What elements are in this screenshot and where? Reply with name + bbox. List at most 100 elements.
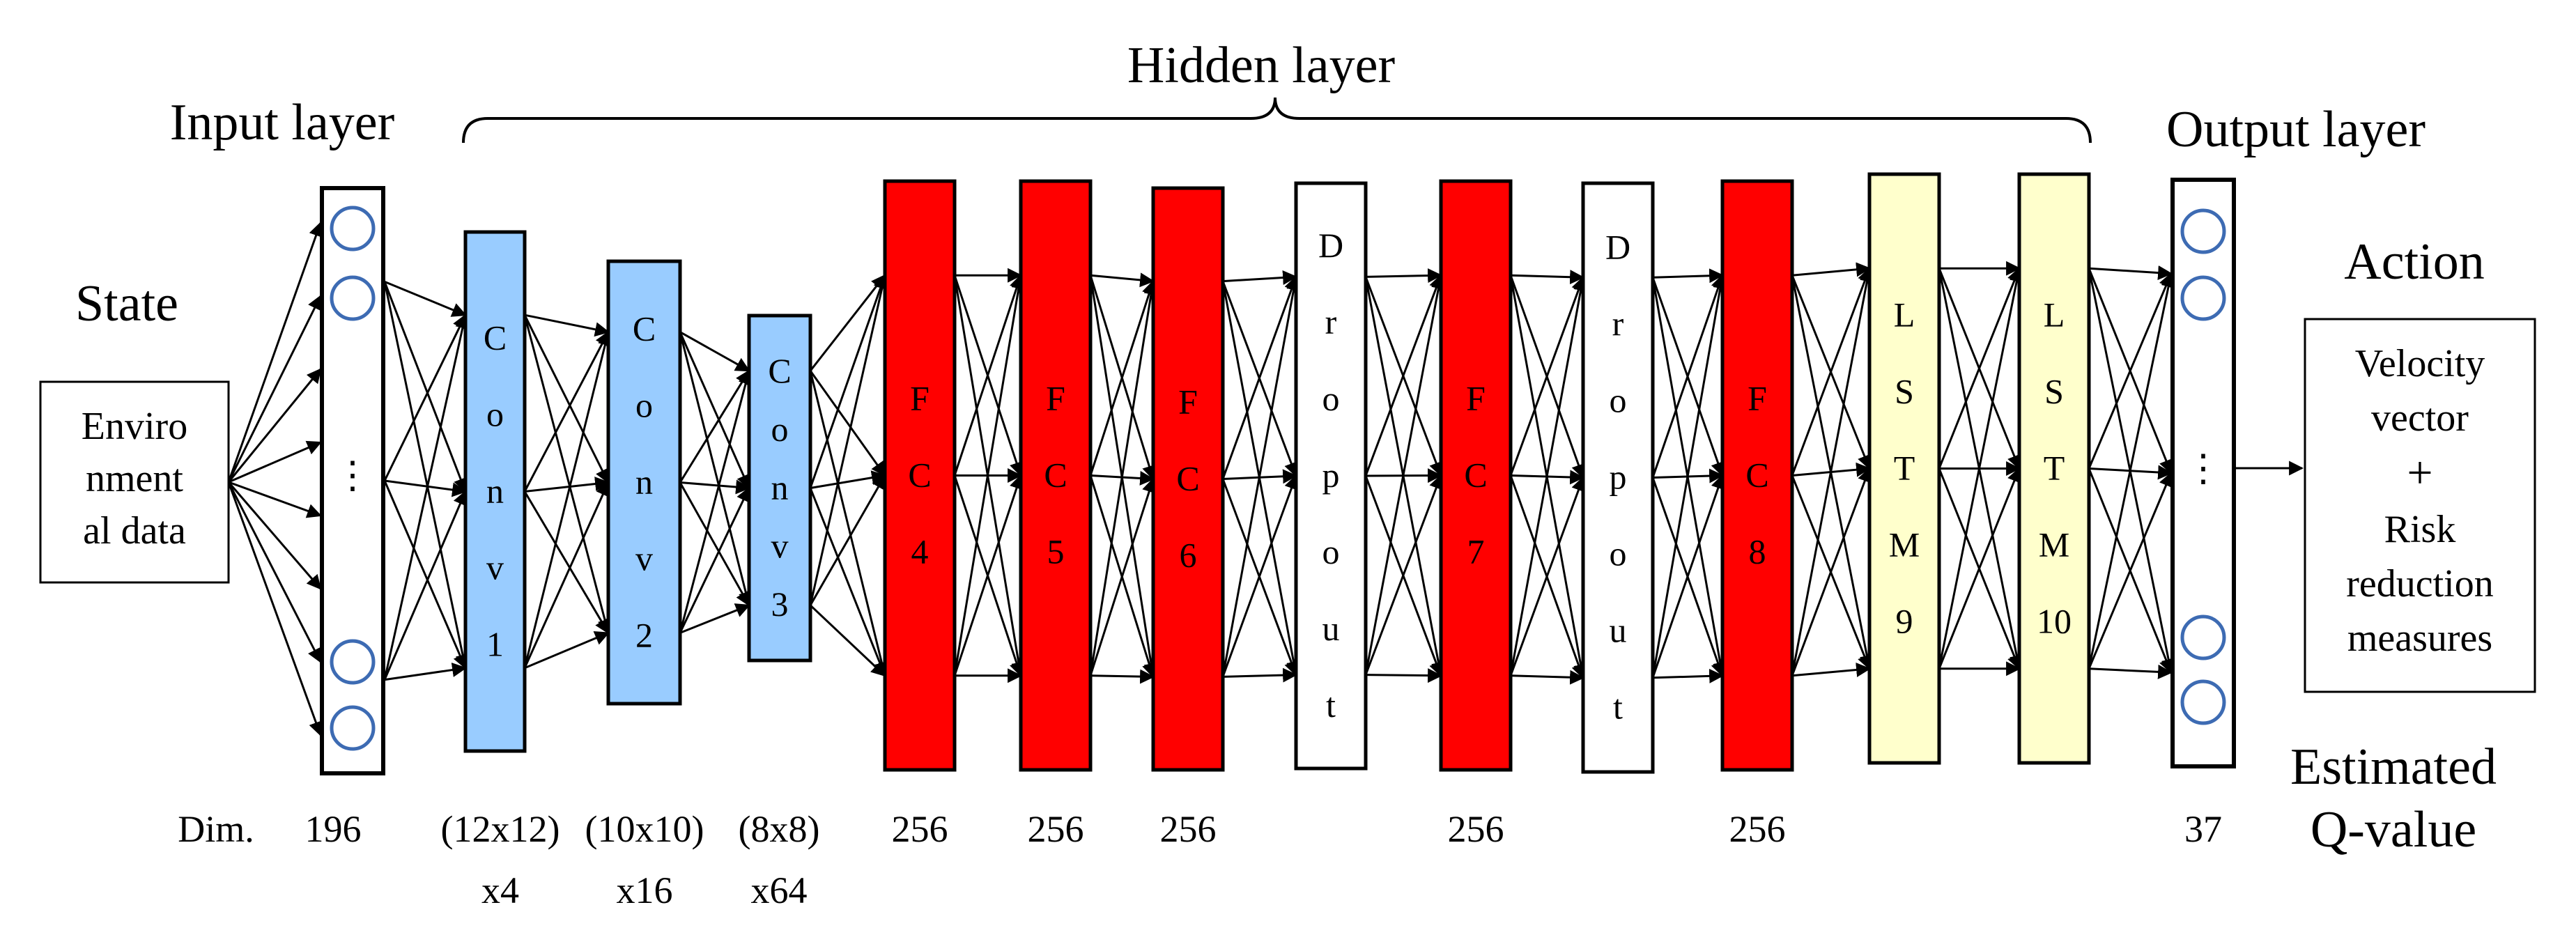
connection-arrow bbox=[809, 604, 886, 677]
dim-label: (10x10) bbox=[585, 808, 704, 850]
dim-label: 256 bbox=[1729, 808, 1786, 850]
connection-arrow bbox=[809, 274, 890, 606]
connection-arrow bbox=[679, 331, 750, 372]
connection-arrow bbox=[809, 274, 888, 488]
output-node bbox=[2180, 275, 2226, 321]
connection-arrow bbox=[809, 370, 889, 677]
layer-fc-5: FC5 bbox=[1019, 179, 1093, 772]
layer-char: r bbox=[1612, 304, 1624, 343]
state-label: State bbox=[75, 275, 178, 332]
connection-arrow bbox=[2088, 265, 2173, 280]
connection-arrow bbox=[523, 314, 610, 484]
layer-char: p bbox=[1610, 458, 1627, 497]
layer-char: o bbox=[1610, 534, 1627, 573]
layer-char: v bbox=[635, 539, 653, 578]
layer-char: o bbox=[1322, 379, 1340, 418]
connection-arrow bbox=[524, 314, 610, 337]
connection-arrow bbox=[383, 281, 470, 670]
dim-label: 256 bbox=[1160, 808, 1217, 850]
dimension-row: Dim. 196 37 (12x12)x4(10x10)x16(8x8)x642… bbox=[178, 808, 2222, 911]
connection-arrow bbox=[1652, 668, 1725, 683]
connection-arrow bbox=[1651, 274, 1728, 679]
connection-arrow bbox=[953, 274, 1026, 676]
connection-arrow bbox=[523, 490, 610, 635]
hidden-layer-title: Hidden layer bbox=[1127, 37, 1395, 94]
connection-arrow bbox=[679, 331, 750, 490]
connection-arrow bbox=[679, 481, 750, 607]
layer-char: o bbox=[1610, 381, 1627, 420]
layer-char: F bbox=[1178, 382, 1198, 422]
layer-char: C bbox=[633, 309, 656, 348]
layer-char: F bbox=[1748, 379, 1767, 418]
input-node bbox=[330, 639, 376, 685]
dim-output: 37 bbox=[2184, 808, 2222, 850]
layer-char: S bbox=[1895, 372, 1914, 411]
action-box: Velocity vector + Risk reduction measure… bbox=[2304, 318, 2536, 693]
layer-char: n bbox=[635, 463, 653, 502]
env-line-3: al data bbox=[83, 509, 186, 552]
connection-arrow bbox=[384, 479, 468, 497]
layer-char: L bbox=[1894, 295, 1915, 334]
dim-label: x16 bbox=[617, 869, 673, 911]
connection-arrow bbox=[1938, 267, 2021, 470]
connection-arrow bbox=[1089, 477, 1157, 676]
connection-arrow bbox=[810, 470, 887, 489]
connection-arrow bbox=[1364, 274, 1444, 477]
layer-char: p bbox=[1322, 456, 1340, 495]
connection-arrow bbox=[1090, 272, 1155, 288]
layer-char: o bbox=[771, 410, 789, 449]
output-node bbox=[2180, 614, 2226, 660]
connection-arrow bbox=[1364, 274, 1446, 675]
connection-arrow bbox=[953, 274, 1024, 476]
connection-arrow bbox=[1791, 267, 1874, 676]
layer-char: D bbox=[1318, 226, 1343, 265]
connection-arrow bbox=[384, 281, 467, 317]
connection-arrow bbox=[227, 222, 323, 483]
connection-arrow bbox=[2088, 664, 2173, 679]
connection-arrow bbox=[523, 314, 612, 635]
input-ellipsis: ⋮ bbox=[334, 454, 371, 496]
connection-arrow bbox=[1652, 268, 1725, 284]
layer-char: 7 bbox=[1467, 532, 1485, 571]
connection-arrow bbox=[383, 314, 467, 481]
layer-fc-6: FC6 bbox=[1151, 186, 1225, 772]
output-layer-title: Output layer bbox=[2166, 101, 2425, 158]
env-line-1: Enviro bbox=[82, 405, 187, 448]
output-layer: ⋮ bbox=[2170, 178, 2236, 768]
connection-arrow bbox=[228, 481, 322, 518]
layer-char: C bbox=[1044, 456, 1067, 495]
layer-char: C bbox=[1464, 456, 1487, 495]
connection-arrow bbox=[2088, 272, 2173, 470]
connection-arrow bbox=[227, 368, 322, 483]
connection-arrow bbox=[2088, 472, 2173, 670]
layer-fc-8: FC8 bbox=[1720, 179, 1794, 772]
layer-char: 9 bbox=[1896, 602, 1913, 641]
connection-arrow bbox=[228, 440, 322, 484]
connection-arrow bbox=[679, 369, 750, 484]
layer-char: o bbox=[1322, 532, 1340, 571]
connection-arrow bbox=[383, 314, 470, 680]
hidden-layers: Conv1Conv2Conv3FC4FC5FC6DropoutFC7Dropou… bbox=[463, 172, 2091, 774]
action-line-3: + bbox=[2407, 447, 2432, 498]
connection-arrow bbox=[1089, 279, 1157, 476]
connection-arrow bbox=[1221, 275, 1299, 480]
connection-arrow bbox=[524, 631, 610, 670]
connection-arrow bbox=[953, 474, 1024, 676]
output-ellipsis: ⋮ bbox=[2184, 447, 2222, 489]
hidden-layer-bracket bbox=[462, 97, 2092, 144]
connection-arrow bbox=[1791, 262, 1872, 277]
action-line-4: Risk bbox=[2384, 508, 2456, 551]
layer-char: n bbox=[486, 472, 504, 511]
estimated-q-line2: Q-value bbox=[2311, 801, 2476, 858]
action-line-5: reduction bbox=[2346, 562, 2493, 605]
connection-arrow bbox=[1509, 276, 1588, 676]
dim-input: 196 bbox=[305, 808, 362, 850]
layer-char: T bbox=[2044, 449, 2065, 488]
layer-char: F bbox=[1046, 379, 1065, 418]
connection-arrow bbox=[2088, 272, 2176, 670]
layer-char: 4 bbox=[911, 532, 929, 571]
